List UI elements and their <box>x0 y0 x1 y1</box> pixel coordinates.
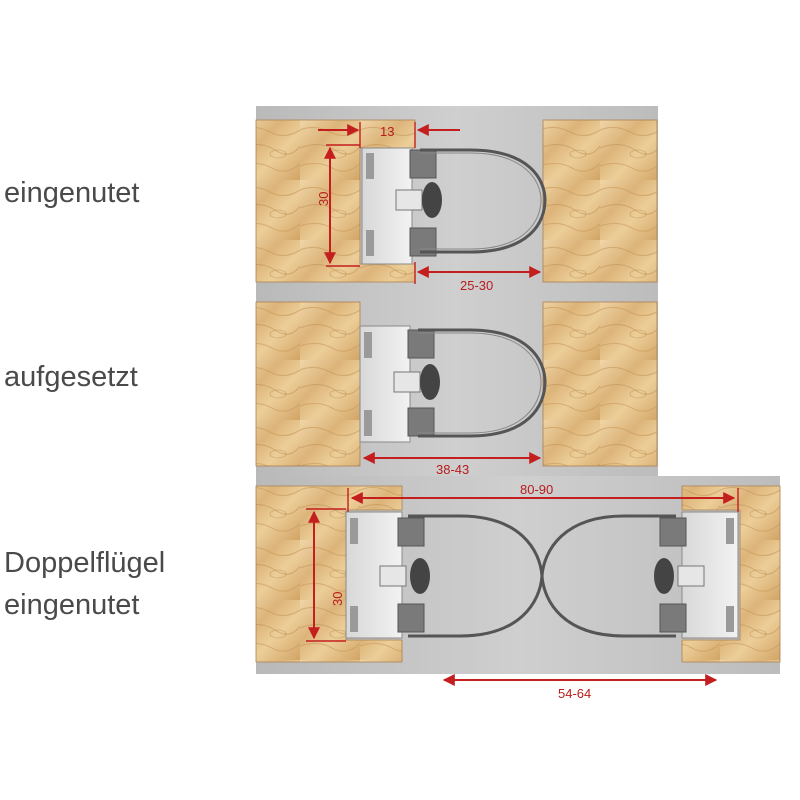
row2-clip <box>407 329 435 359</box>
row1-diagram: 13 30 25-30 <box>255 106 658 296</box>
row3-left-seal-head <box>410 558 430 594</box>
row3-right-clip <box>659 603 687 633</box>
row2-profile-slot <box>364 410 372 436</box>
row2-profile-slot <box>364 332 372 358</box>
label-doppelfluegel-eingenutet: eingenutet <box>4 589 140 621</box>
row3-right-clip <box>659 517 687 547</box>
row2-seal-inner <box>418 332 542 434</box>
row3-right-seal-head <box>654 558 674 594</box>
row3-dim-total-label: 80-90 <box>520 482 553 497</box>
row2-dim-gap-label: 38-43 <box>436 462 469 477</box>
row1-profile-slot <box>366 230 374 256</box>
label-eingenutet: eingenutet <box>4 177 140 209</box>
row3-right-slot <box>726 606 734 632</box>
row3-right-plunger <box>677 565 705 587</box>
label-aufgesetzt: aufgesetzt <box>4 361 138 393</box>
row1-right-wood <box>542 119 658 283</box>
row3-right-seal-loop <box>540 514 676 638</box>
row2-seal-head <box>420 364 440 400</box>
row3-right-slot <box>726 518 734 544</box>
row1-profile-slot <box>366 153 374 179</box>
row2-diagram: 38-43 <box>255 296 658 477</box>
row1-plunger <box>395 189 423 211</box>
row3-left-clip <box>397 517 425 547</box>
row1-seal-head <box>422 182 442 218</box>
row3-left-plunger <box>379 565 407 587</box>
row1-dim-30-label: 30 <box>316 192 331 206</box>
row3-left-clip <box>397 603 425 633</box>
row1-dim-13-label: 13 <box>380 124 394 139</box>
row1-dim-gap-label: 25-30 <box>460 278 493 293</box>
row2-plunger <box>393 371 421 393</box>
row2-clip <box>407 407 435 437</box>
row3-diagram: 80-90 30 54-64 <box>255 476 781 701</box>
row3-dim-gap-label: 54-64 <box>558 686 591 701</box>
row3-left-slot <box>350 606 358 632</box>
row1-seal-loop <box>420 148 547 254</box>
row3-left-slot <box>350 518 358 544</box>
label-doppelfluegel: Doppelflügel <box>4 547 166 579</box>
row3-dim-30-label: 30 <box>330 592 345 606</box>
row2-right-wood <box>542 301 658 467</box>
row1-seal-inner <box>420 152 542 250</box>
row1-clip <box>409 149 437 179</box>
row2-left-wood <box>255 301 361 467</box>
row2-seal-loop <box>418 328 547 438</box>
